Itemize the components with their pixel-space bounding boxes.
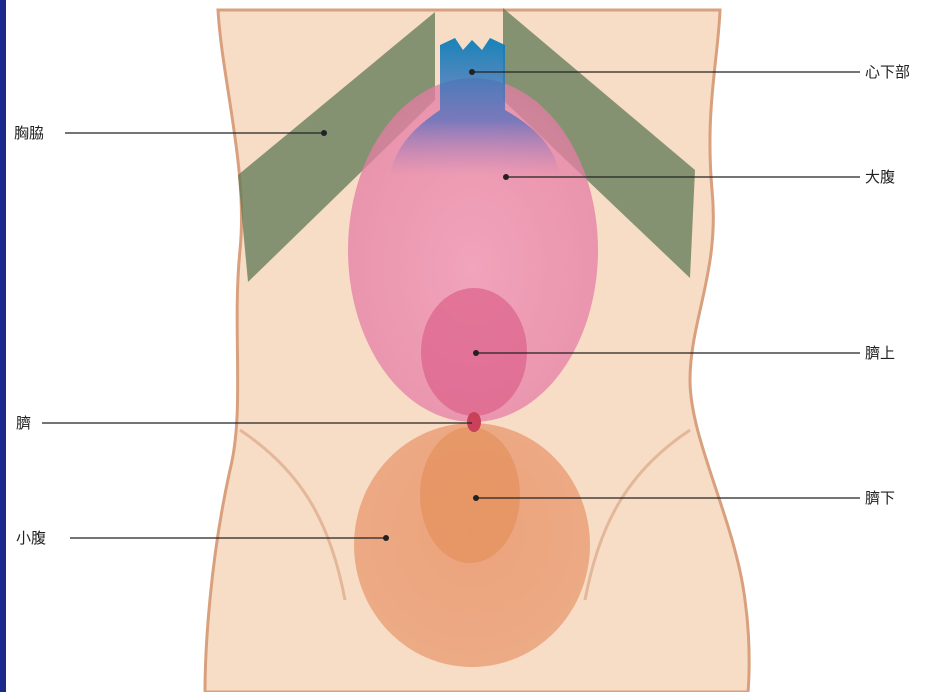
dot-saijo bbox=[473, 350, 479, 356]
label-kyokyo: 胸脇 bbox=[14, 124, 44, 142]
navel bbox=[467, 412, 481, 432]
dot-kyokyo bbox=[321, 130, 327, 136]
label-saika: 臍下 bbox=[865, 489, 895, 507]
dot-daifuku bbox=[503, 174, 509, 180]
label-daifuku: 大腹 bbox=[865, 168, 895, 186]
dot-saika bbox=[473, 495, 479, 501]
dot-shofuku bbox=[383, 535, 389, 541]
label-sai: 臍 bbox=[16, 414, 31, 432]
label-shofuku: 小腹 bbox=[16, 529, 46, 547]
dot-shinkabu bbox=[469, 69, 475, 75]
saika-region bbox=[420, 427, 520, 563]
label-saijo: 臍上 bbox=[865, 344, 895, 362]
label-shinkabu: 心下部 bbox=[865, 63, 910, 81]
